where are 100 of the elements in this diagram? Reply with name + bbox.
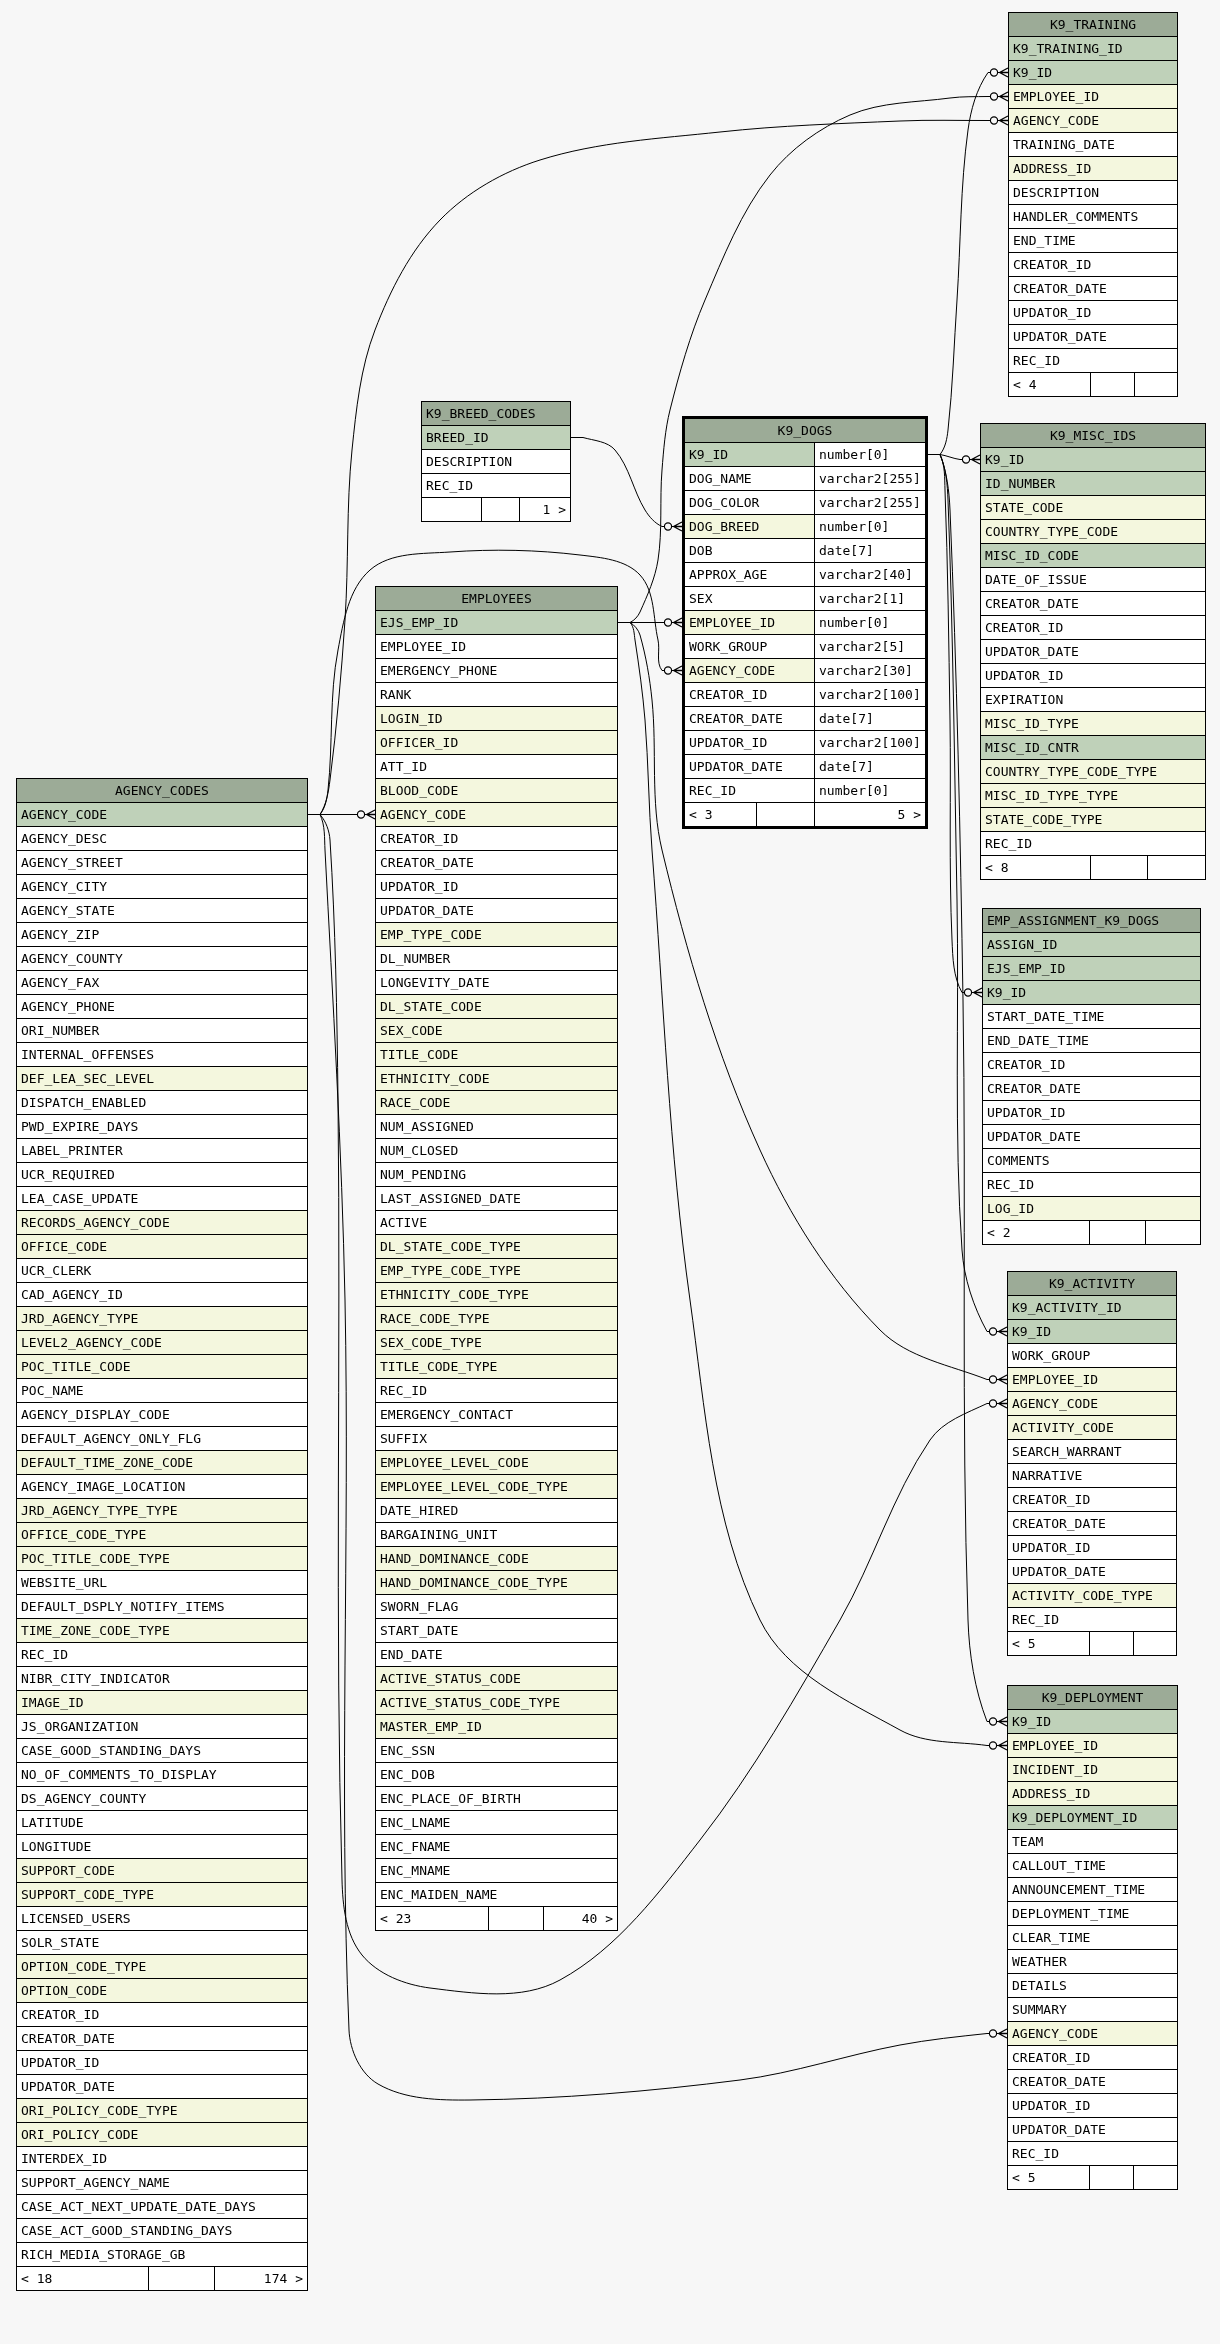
column-row: AGENCY_CODE [17, 802, 307, 826]
column-row: POC_TITLE_CODE [17, 1354, 307, 1378]
column-row: EMPLOYEE_ID [1008, 1367, 1176, 1391]
column-name: AGENCY_CODE [685, 659, 815, 682]
column-row [685, 610, 925, 634]
footer-cell: < 5 [1008, 2165, 1090, 2189]
column-type: varchar2[255] [818, 494, 922, 512]
column-row: MISC_ID_CNTR [981, 735, 1205, 759]
column-row: EMPLOYEE_ID [1009, 84, 1177, 108]
database-table [16, 778, 308, 2291]
database-table [375, 586, 618, 1931]
column-row: HAND_DOMINANCE_CODE [376, 1546, 617, 1570]
column-row: ID_NUMBER [981, 471, 1205, 495]
table-header: K9_ACTIVITY [1008, 1272, 1176, 1295]
column-row: ACTIVE_STATUS_CODE [376, 1666, 617, 1690]
footer-cell: 1 > [519, 497, 570, 521]
column-row: ORI_POLICY_CODE_TYPE [17, 2098, 307, 2122]
column-row: INCIDENT_ID [1008, 1757, 1177, 1781]
column-row [685, 442, 925, 466]
column-row: AGENCY_CODE [1009, 108, 1177, 132]
column-row: COUNTRY_TYPE_CODE [981, 519, 1205, 543]
column-row: DL_STATE_CODE [376, 994, 617, 1018]
footer-cell: 174 > [214, 2266, 307, 2290]
column-row: LEVEL2_AGENCY_CODE [17, 1330, 307, 1354]
column-type: number[0] [818, 518, 891, 536]
column-type: varchar2[100] [818, 686, 922, 704]
column-type: varchar2[5] [818, 638, 907, 656]
column-row [685, 778, 925, 802]
table-header: EMP_ASSIGNMENT_K9_DOGS [983, 909, 1200, 932]
column-type: varchar2[100] [818, 734, 922, 752]
column-name: DOG_BREED [685, 515, 815, 538]
column-row: ACTIVITY_CODE_TYPE [1008, 1583, 1176, 1607]
column-row: ADDRESS_ID [1009, 156, 1177, 180]
column-row: OPTION_CODE_TYPE [17, 1954, 307, 1978]
column-row: AGENCY_CODE [1008, 1391, 1176, 1415]
column-row: TITLE_CODE_TYPE [376, 1354, 617, 1378]
column-name: EMPLOYEE_ID [685, 611, 815, 634]
column-row [685, 658, 925, 682]
column-row: TITLE_CODE [376, 1042, 617, 1066]
column-row: OPTION_CODE [17, 1978, 307, 2002]
column-row: ORI_POLICY_CODE [17, 2122, 307, 2146]
table-header: K9_DOGS [685, 419, 925, 442]
column-row [685, 466, 925, 490]
column-row: COUNTRY_TYPE_CODE_TYPE [981, 759, 1205, 783]
column-row: EJS_EMP_ID [376, 610, 617, 634]
column-type: date[7] [818, 710, 875, 728]
column-row: RACE_CODE_TYPE [376, 1306, 617, 1330]
column-row: LOG_ID [983, 1196, 1200, 1220]
column-row [685, 514, 925, 538]
column-row: AGENCY_CODE [1008, 2021, 1177, 2045]
column-row [685, 490, 925, 514]
column-row: EMPLOYEE_LEVEL_CODE [376, 1450, 617, 1474]
footer-cell: < 5 [1008, 1631, 1090, 1655]
column-type: varchar2[30] [818, 662, 914, 680]
column-row: DL_STATE_CODE_TYPE [376, 1234, 617, 1258]
column-row: RECORDS_AGENCY_CODE [17, 1210, 307, 1234]
table-header: AGENCY_CODES [17, 779, 307, 802]
column-row: STATE_CODE_TYPE [981, 807, 1205, 831]
table-header: K9_MISC_IDS [981, 424, 1205, 447]
column-row [685, 538, 925, 562]
column-row: DEFAULT_TIME_ZONE_CODE [17, 1450, 307, 1474]
table-header: K9_BREED_CODES [422, 402, 570, 425]
database-table [1008, 12, 1178, 397]
column-row: POC_TITLE_CODE_TYPE [17, 1546, 307, 1570]
footer-cell: < 8 [981, 855, 1091, 879]
column-row: K9_ID [1008, 1709, 1177, 1733]
column-row [685, 730, 925, 754]
column-row: BLOOD_CODE [376, 778, 617, 802]
column-type: number[0] [818, 614, 891, 632]
column-row: JRD_AGENCY_TYPE_TYPE [17, 1498, 307, 1522]
column-row: OFFICER_ID [376, 730, 617, 754]
column-row: K9_TRAINING_ID [1009, 36, 1177, 60]
column-row: DEF_LEA_SEC_LEVEL [17, 1066, 307, 1090]
column-row: K9_ACTIVITY_ID [1008, 1295, 1176, 1319]
column-row [685, 682, 925, 706]
column-row: EMP_TYPE_CODE [376, 922, 617, 946]
column-type: number[0] [818, 446, 891, 464]
column-row: SUPPORT_CODE_TYPE [17, 1882, 307, 1906]
column-type: varchar2[255] [818, 470, 922, 488]
database-table [1007, 1685, 1178, 2190]
column-row: K9_ID [981, 447, 1205, 471]
column-row: ASSIGN_ID [983, 932, 1200, 956]
column-row [685, 562, 925, 586]
footer-cell: < 2 [983, 1220, 1090, 1244]
column-row: ETHNICITY_CODE_TYPE [376, 1282, 617, 1306]
column-row: HAND_DOMINANCE_CODE_TYPE [376, 1570, 617, 1594]
column-row: RACE_CODE [376, 1090, 617, 1114]
column-type: date[7] [818, 758, 875, 776]
column-row: STATE_CODE [981, 495, 1205, 519]
database-table [1007, 1271, 1177, 1656]
column-row: SEX_CODE [376, 1018, 617, 1042]
column-row: SUPPORT_CODE [17, 1858, 307, 1882]
column-row: LOGIN_ID [376, 706, 617, 730]
column-type: varchar2[40] [818, 566, 914, 584]
column-row: MISC_ID_CODE [981, 543, 1205, 567]
table-header: K9_DEPLOYMENT [1008, 1686, 1177, 1709]
column-row: IMAGE_ID [17, 1690, 307, 1714]
column-row: ADDRESS_ID [1008, 1781, 1177, 1805]
database-table [421, 401, 571, 522]
column-row: TIME_ZONE_CODE_TYPE [17, 1618, 307, 1642]
